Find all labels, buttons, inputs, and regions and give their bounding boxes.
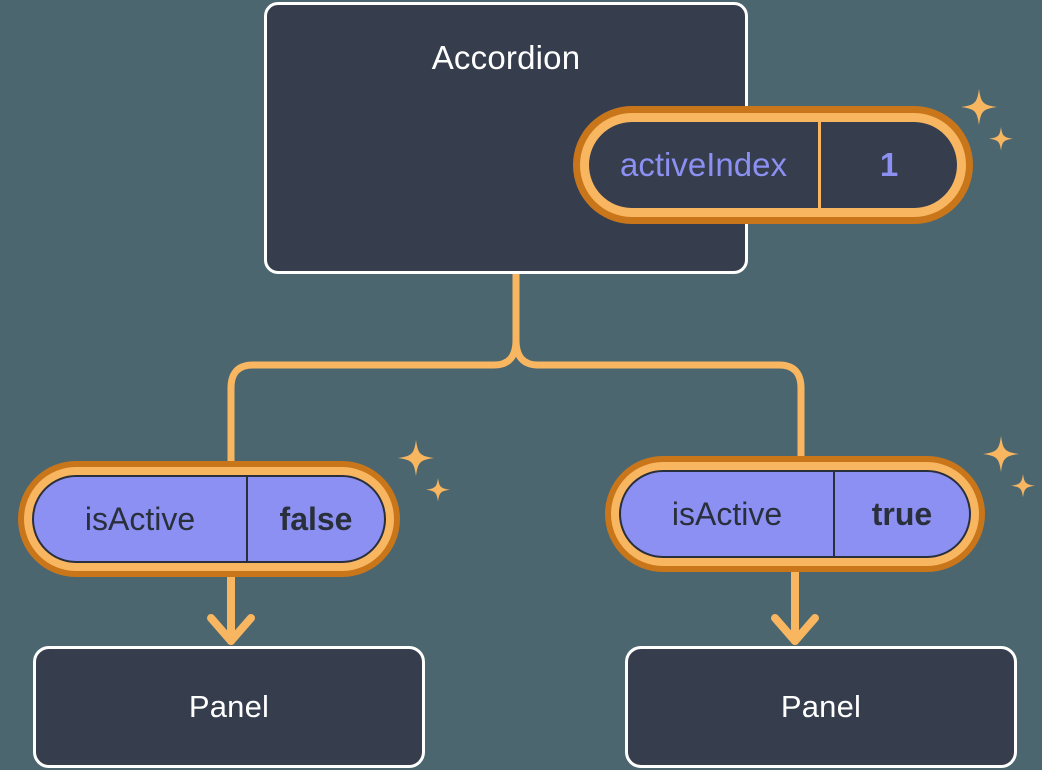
state-pill-ring: activeIndex 1 [580,113,966,217]
state-key-is-active-left: isActive [84,500,196,537]
arrow-down-icon-left [207,573,255,645]
accordion-title: Accordion [431,39,581,76]
branch-right-line [512,336,805,460]
panel-title-left: Panel [188,689,270,724]
branch-left-line [227,336,520,465]
arrow-down-icon-right [771,568,819,645]
panel-title-right: Panel [780,689,862,724]
state-pill-ring: isActive true [611,462,979,566]
sparkle-icon-left [398,440,450,502]
state-value-is-active-right: true [833,472,969,556]
sparkle-icon-right [983,436,1035,498]
state-pill-inner: isActive true [619,470,971,558]
state-pill-is-active-true[interactable]: isActive true [605,456,985,572]
panel-component-card-right: Panel [625,646,1017,768]
state-value-is-active-left: false [246,477,384,561]
state-pill-inner: isActive false [32,475,386,563]
state-pill-is-active-false[interactable]: isActive false [18,461,400,577]
state-pill-inner: activeIndex 1 [589,122,957,208]
accordion-component-card: Accordion activeIndex 1 [264,2,1013,274]
state-key-is-active-right: isActive [671,495,783,532]
state-pill-ring: isActive false [24,467,394,571]
state-key-active-index: activeIndex [620,146,787,183]
state-value-active-index: 1 [818,122,957,208]
panel-component-card-left: Panel [33,646,425,768]
state-pill-active-index[interactable]: activeIndex 1 [573,106,973,224]
